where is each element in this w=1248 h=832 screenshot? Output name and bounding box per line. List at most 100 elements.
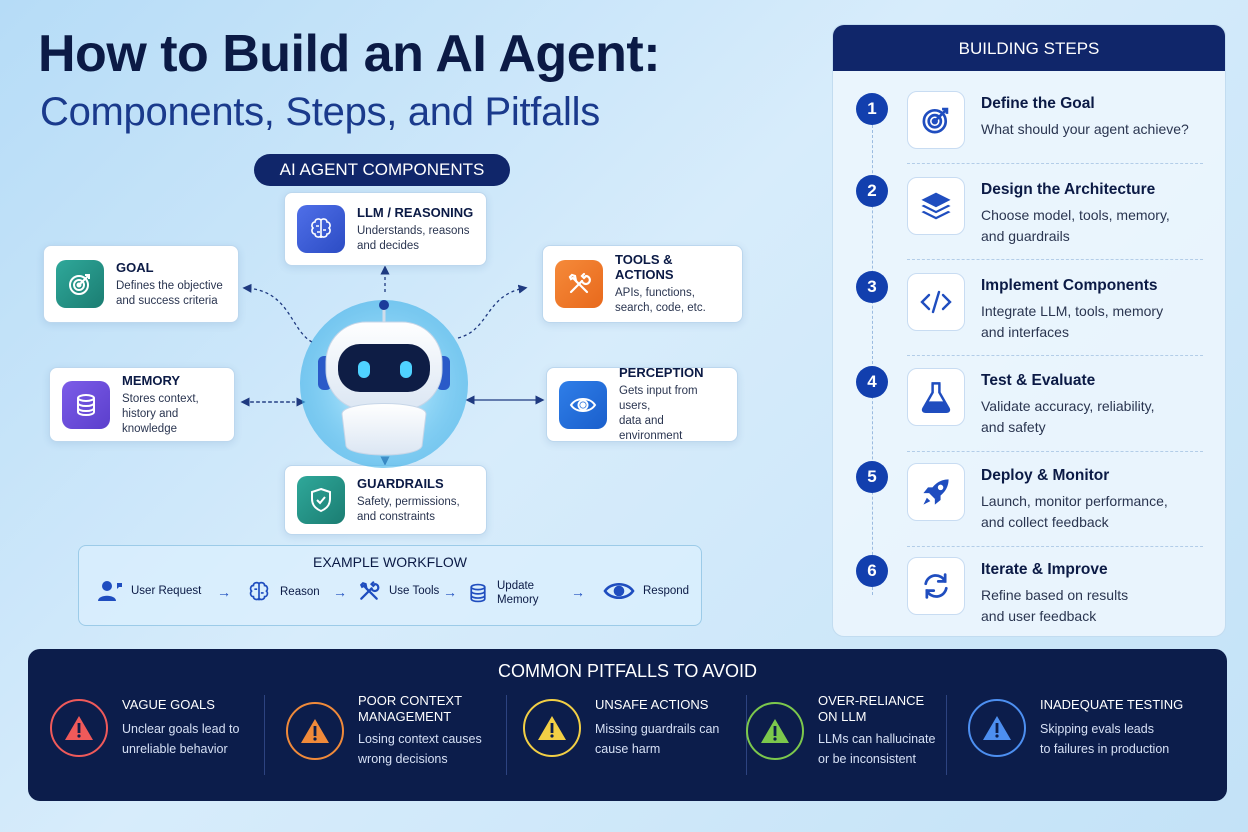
step-number: 2 xyxy=(856,175,888,207)
step-number: 6 xyxy=(856,555,888,587)
workflow-step-respond: Respond xyxy=(603,579,689,603)
pitfall-desc: LLMs can hallucinate xyxy=(818,732,936,746)
pitfall-title-line: ON LLM xyxy=(818,709,867,724)
tools-desc-1: APIs, functions, xyxy=(615,287,695,299)
workflow-step-label: Reason xyxy=(280,586,320,598)
step-desc: Launch, monitor performance, xyxy=(981,493,1168,509)
step-title: Define the Goal xyxy=(981,95,1095,112)
workflow-step-label: Memory xyxy=(497,594,539,606)
pitfall-over-reliance: OVER-RELIANCE ON LLM LLMs can hallucinat… xyxy=(746,693,935,769)
connector-arrows xyxy=(240,265,545,466)
rocket-icon xyxy=(907,463,965,521)
step-desc: Choose model, tools, memory, xyxy=(981,207,1170,223)
eye-icon xyxy=(603,582,635,600)
tools-actions-card: TOOLS & ACTIONS APIs, functions, search,… xyxy=(542,245,743,323)
perception-title: PERCEPTION xyxy=(619,365,704,380)
pitfall-inadequate-testing: INADEQUATE TESTING Skipping evals leads … xyxy=(968,697,1183,759)
workflow-step-label: User Request xyxy=(131,585,202,597)
perception-card: PERCEPTION Gets input from users, data a… xyxy=(546,365,738,442)
page-subtitle: Components, Steps, and Pitfalls xyxy=(40,90,600,134)
pitfall-poor-context: POOR CONTEXT MANAGEMENT Losing context c… xyxy=(286,693,482,769)
pitfalls-header: COMMON PITFALLS TO AVOID xyxy=(497,661,758,681)
robot-illustration xyxy=(296,296,472,472)
components-header: AI AGENT COMPONENTS xyxy=(254,154,510,186)
step-title: Implement Components xyxy=(981,277,1158,294)
layers-icon xyxy=(907,177,965,235)
pitfall-desc: Skipping evals leads xyxy=(1040,722,1154,736)
step-divider xyxy=(907,163,1203,164)
pitfall-vague-goals: VAGUE GOALS Unclear goals lead to unreli… xyxy=(50,697,239,759)
arrow-right-icon: → xyxy=(217,584,231,600)
goal-desc-2: and success criteria xyxy=(116,294,218,307)
pitfall-title-line: MANAGEMENT xyxy=(358,709,452,724)
warning-icon xyxy=(523,699,581,757)
step-title: Design the Architecture xyxy=(981,181,1156,198)
pitfall-title: INADEQUATE TESTING xyxy=(1040,697,1184,712)
tools-title: TOOLS & ACTIONS xyxy=(615,252,674,282)
memory-desc-2: history and knowledge xyxy=(122,407,179,435)
workflow-step-label: Respond xyxy=(643,585,690,597)
workflow-step-reason: Reason xyxy=(246,579,320,605)
warning-icon xyxy=(50,699,108,757)
example-workflow: EXAMPLE WORKFLOW User Request → Reason →… xyxy=(78,545,702,626)
flask-icon xyxy=(907,368,965,426)
guardrails-card: GUARDRAILS Safety, permissions, and cons… xyxy=(284,465,487,535)
step-number: 1 xyxy=(856,93,888,125)
perception-desc-2: data and environment xyxy=(619,415,683,442)
step-desc: Validate accuracy, reliability, xyxy=(981,398,1155,414)
step-desc: and user feedback xyxy=(981,608,1097,624)
pitfall-desc: cause harm xyxy=(595,742,661,756)
pitfall-desc: Losing context causes xyxy=(358,732,482,746)
step-desc: and safety xyxy=(981,419,1046,435)
brain-icon xyxy=(249,581,269,601)
brain-icon xyxy=(297,205,345,253)
warning-icon xyxy=(968,699,1026,757)
workflow-step-label: Use Tools xyxy=(389,585,440,597)
target-icon xyxy=(907,91,965,149)
step-title: Iterate & Improve xyxy=(981,561,1108,578)
pitfall-title: POOR CONTEXT MANAGEMENT xyxy=(358,693,482,725)
step-divider xyxy=(907,355,1203,356)
tools-icon xyxy=(359,581,380,600)
warning-icon xyxy=(286,702,344,760)
target-icon xyxy=(56,260,104,308)
pitfall-desc: unreliable behavior xyxy=(122,742,228,756)
workflow-step-label: Update xyxy=(497,580,535,592)
guardrails-desc-2: and constraints xyxy=(357,510,435,523)
pitfall-desc: or be inconsistent xyxy=(818,752,916,766)
arrow-right-icon: → xyxy=(443,584,457,600)
pitfall-divider xyxy=(946,695,947,775)
step-title: Test & Evaluate xyxy=(981,372,1096,389)
pitfall-divider xyxy=(264,695,265,775)
step-title: Deploy & Monitor xyxy=(981,467,1110,484)
pitfall-desc: Missing guardrails can xyxy=(595,722,720,736)
llm-desc-1: Understands, reasons xyxy=(357,224,470,237)
pitfall-desc: to failures in production xyxy=(1040,742,1170,756)
code-icon xyxy=(907,273,965,331)
tools-desc-2: search, code, etc. xyxy=(615,302,706,314)
warning-icon xyxy=(746,702,804,760)
guardrails-desc-1: Safety, permissions, xyxy=(357,495,460,508)
step-desc: Integrate LLM, tools, memory xyxy=(981,303,1164,319)
step-desc: What should your agent achieve? xyxy=(981,121,1189,137)
tools-icon xyxy=(555,260,603,308)
step-number: 4 xyxy=(856,366,888,398)
pitfall-desc: Unclear goals lead to xyxy=(122,722,240,736)
workflow-title: EXAMPLE WORKFLOW xyxy=(312,554,468,570)
pitfall-unsafe-actions: UNSAFE ACTIONS Missing guardrails can ca… xyxy=(523,697,719,759)
pitfall-divider xyxy=(506,695,507,775)
building-steps-header: BUILDING STEPS xyxy=(833,25,1225,71)
goal-desc-1: Defines the objective xyxy=(116,279,223,292)
step-desc: and guardrails xyxy=(981,228,1070,244)
shield-icon xyxy=(297,476,345,524)
user-icon xyxy=(98,581,122,601)
memory-title: MEMORY xyxy=(122,372,181,388)
llm-title: LLM / REASONING xyxy=(357,204,474,220)
perception-desc-1: Gets input from users, xyxy=(619,385,698,412)
step-number: 5 xyxy=(856,461,888,493)
step-number: 3 xyxy=(856,271,888,303)
step-desc: Refine based on results xyxy=(981,587,1129,603)
pitfall-title-line: OVER-RELIANCE xyxy=(818,693,925,708)
pitfall-title: VAGUE GOALS xyxy=(122,697,215,712)
building-steps-panel: BUILDING STEPS 1 Define the Goal What sh… xyxy=(832,24,1226,637)
